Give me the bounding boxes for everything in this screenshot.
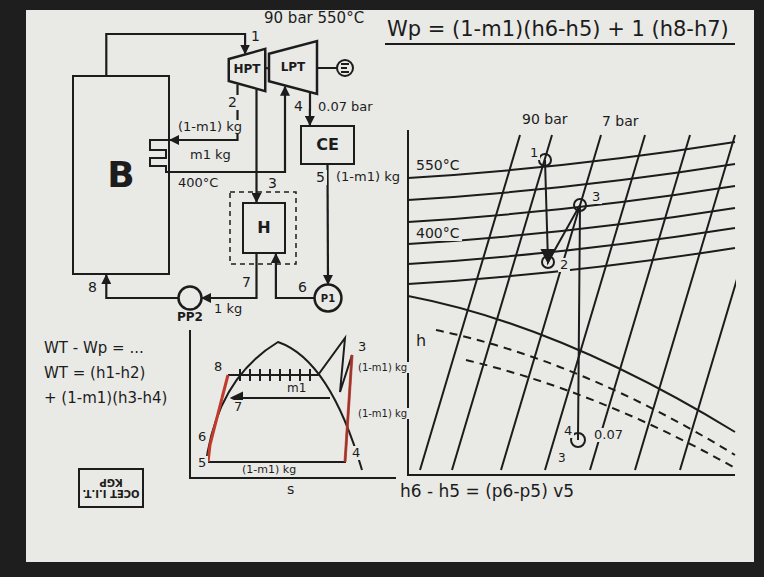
node-label: HPT (233, 63, 260, 76)
flow-label: (1-m1) kg (176, 120, 244, 134)
boiler-box: B (72, 75, 170, 275)
node-label: B (107, 155, 134, 195)
formula-underline (385, 43, 735, 45)
temperature-label: 400°C (414, 226, 462, 241)
flow-line (170, 87, 285, 172)
flow-line (309, 93, 311, 125)
temperature-label: 550°C (414, 158, 462, 173)
pump-outline (178, 286, 202, 310)
flow-label: m1 (285, 382, 308, 395)
node-label: P1 (321, 293, 335, 304)
flow-label: (1-m1) kg (356, 408, 409, 419)
pump-symbol: PP2 (178, 286, 202, 310)
outline (229, 49, 265, 91)
state-number: 8 (212, 360, 224, 374)
state-number: 6 (196, 430, 208, 444)
node-label: LPT (281, 61, 306, 74)
outline (269, 41, 317, 94)
formula: Wp = (1-m1)(h6-h5) + 1 (h8-h7) (385, 18, 731, 41)
state-number: 8 (86, 280, 99, 295)
node-label: CE (316, 136, 339, 154)
ts-diagram (190, 330, 396, 478)
flow-line (255, 90, 257, 203)
formula: + (1-m1)(h3-h4) (42, 390, 169, 407)
stamp-box: OCET I.I.T. KGP (78, 468, 144, 508)
state-label: 0.07 bar (316, 100, 375, 114)
outline (315, 285, 342, 312)
node-label: H (257, 219, 270, 237)
pressure-label: 90 bar (520, 112, 570, 127)
state-number: 4 (562, 424, 574, 438)
turbine-symbol: LPT (268, 40, 318, 95)
state-number: 3 (556, 452, 568, 465)
state-number: 6 (296, 280, 309, 295)
state-number: 4 (292, 99, 305, 114)
flow-line (106, 275, 178, 298)
axis-label: s (285, 482, 296, 497)
state-number: 3 (356, 340, 368, 354)
state-label: 90 bar 550°C (262, 10, 366, 27)
state-number: 2 (558, 258, 570, 272)
axis-label: h (414, 332, 428, 350)
flow-label: (1-m1) kg (334, 170, 402, 184)
condenser-box: CE (300, 125, 355, 165)
state-number: 7 (240, 275, 253, 290)
formula: WT - Wp = ... (42, 340, 146, 357)
pressure-label: 0.07 (592, 428, 625, 442)
formula: WT = (h1-h2) (42, 365, 147, 382)
state-number: 1 (249, 29, 262, 44)
heater-box: H (242, 202, 286, 254)
node-label: PP2 (177, 311, 203, 324)
state-number: 4 (350, 446, 362, 460)
state-number: 5 (196, 456, 208, 470)
flow-label: m1 kg (188, 148, 233, 162)
formula: h6 - h5 = (p6-p5) v5 (398, 482, 576, 501)
state-label: 400°C (176, 176, 220, 190)
mollier-chart (408, 130, 764, 475)
boiler-coil (150, 140, 170, 172)
state-number: 1 (528, 146, 540, 160)
flow-label: 1 kg (212, 302, 244, 316)
generator-symbol (318, 60, 353, 76)
flow-line (202, 254, 257, 298)
pressure-label: 7 bar (600, 114, 641, 129)
heater-dashed-outline (230, 192, 296, 264)
node-label: OCET I.I.T. KGP (80, 477, 142, 499)
state-number: 2 (226, 95, 239, 110)
state-number: 7 (232, 400, 244, 414)
flow-label: (1-m1) kg (356, 362, 409, 373)
turbine-symbol: HPT (228, 48, 266, 92)
state-number: 3 (266, 176, 279, 191)
flow-line (276, 254, 314, 298)
flow-label: (1-m1) kg (240, 464, 298, 476)
flow-line (106, 34, 245, 75)
pump-symbol: P1 (314, 284, 342, 312)
state-number: 3 (590, 190, 602, 204)
state-number: 5 (314, 170, 327, 185)
outline (178, 286, 201, 309)
